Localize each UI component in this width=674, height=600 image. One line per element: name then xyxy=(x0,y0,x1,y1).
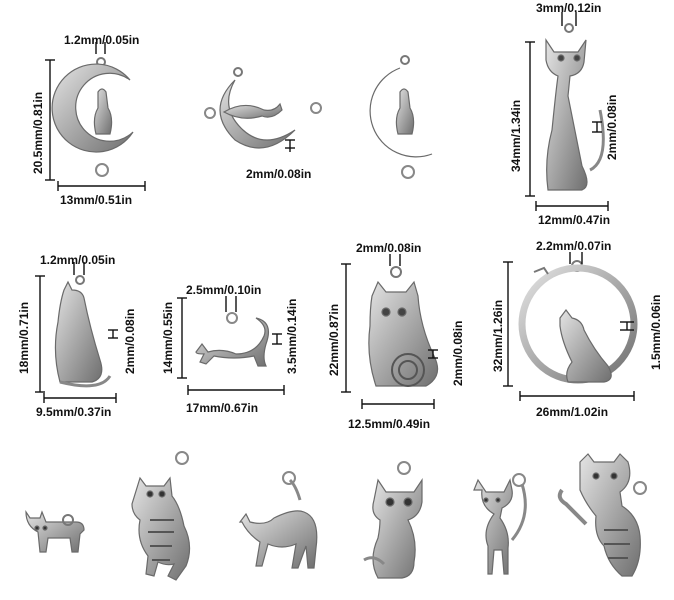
charm7-height-label: 22mm/0.87in xyxy=(327,303,341,376)
charm2-thickness-label: 2mm/0.08in xyxy=(246,167,312,181)
charm6-width-label: 17mm/0.67in xyxy=(186,401,259,415)
charm4-loop-label: 3mm/0.12in xyxy=(536,1,602,15)
charm4-thickness-label: 2mm/0.08in xyxy=(605,94,619,160)
charm5-loop-label: 1.2mm/0.05in xyxy=(40,253,116,267)
charm4-width-label: 12mm/0.47in xyxy=(538,213,611,227)
charm8-height-label: 32mm/1.26in xyxy=(491,299,505,372)
hanging-cat-on-branch-charm xyxy=(557,453,647,577)
sitting-cat-face-charm xyxy=(363,461,423,579)
charm1-width-label: 13mm/0.51in xyxy=(60,193,133,207)
charm4-height-label: 34mm/1.34in xyxy=(509,99,523,172)
charm8-thickness-label: 1.5mm/0.06in xyxy=(649,294,663,370)
cat-lying-on-moon-charm xyxy=(204,67,322,149)
charm7-width-label: 12.5mm/0.49in xyxy=(348,417,431,431)
arched-cat-charm xyxy=(238,471,318,569)
charm1-loop-label: 1.2mm/0.05in xyxy=(64,33,140,47)
small-walking-cat-charm xyxy=(25,510,85,553)
swirl-pattern-cat-charm xyxy=(368,266,439,387)
tall-sitting-cat-charm xyxy=(545,23,605,191)
charm5-width-label: 9.5mm/0.37in xyxy=(36,405,112,419)
charm7-loop-label: 2mm/0.08in xyxy=(356,241,422,255)
charm1-height-label: 20.5mm/0.81in xyxy=(31,91,45,174)
charm5-thickness-label: 2mm/0.08in xyxy=(123,308,137,374)
stretching-cat-charm xyxy=(195,312,269,367)
dimension-lines xyxy=(35,12,635,409)
skinny-cat-charm xyxy=(473,473,527,575)
charm6-height-label: 14mm/0.55in xyxy=(161,301,175,374)
cat-on-crescent-moon-charm xyxy=(51,57,134,177)
charm5-height-label: 18mm/0.71in xyxy=(17,301,31,374)
charm8-loop-label: 2.2mm/0.07in xyxy=(536,239,612,253)
hanging-striped-cat-charm xyxy=(131,451,191,581)
charm6-thickness-label: 3.5mm/0.14in xyxy=(285,298,299,374)
cat-in-ring-charm xyxy=(518,260,638,384)
charm7-thickness-label: 2mm/0.08in xyxy=(451,320,465,386)
charm6-loop-label: 2.5mm/0.10in xyxy=(186,283,262,297)
cat-on-crescent-moon-charm-2 xyxy=(369,55,433,179)
sitting-cat-silhouette-charm xyxy=(54,275,112,388)
charm8-width-label: 26mm/1.02in xyxy=(536,405,609,419)
